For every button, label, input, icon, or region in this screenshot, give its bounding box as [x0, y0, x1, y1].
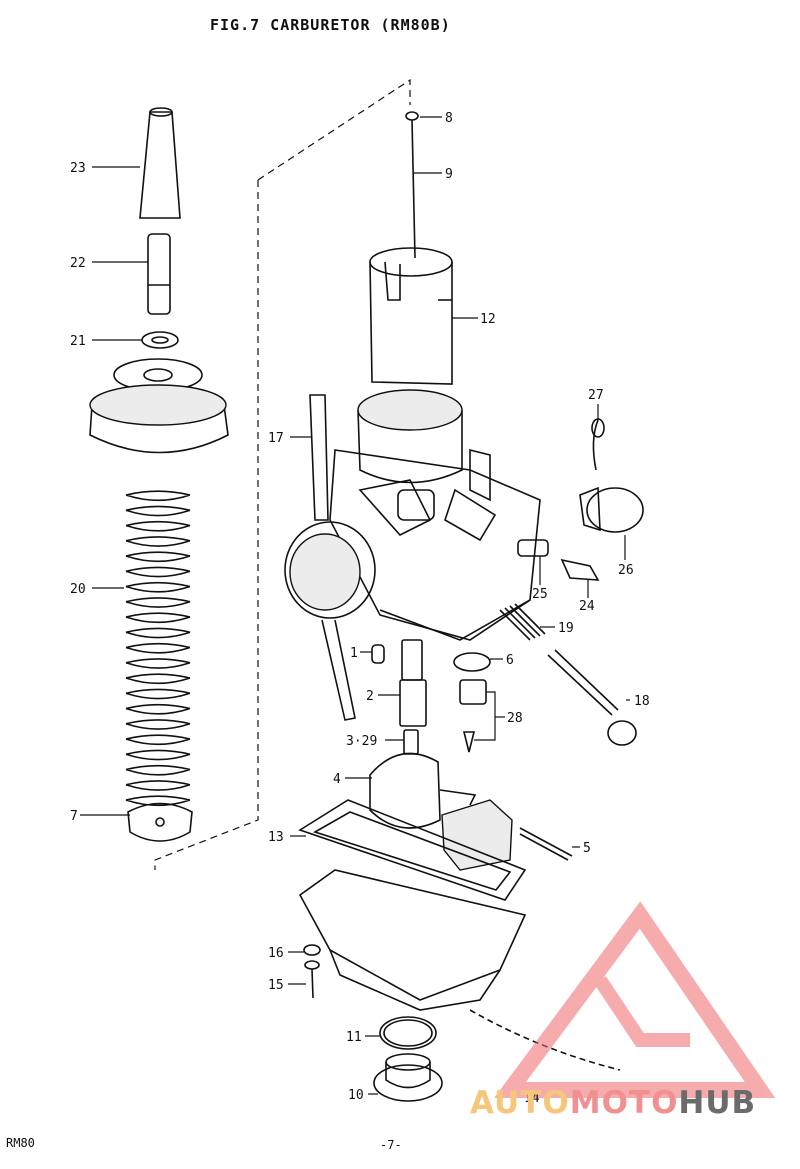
part-washer-16: [303, 944, 321, 956]
part-spring-19: [499, 603, 546, 641]
callout-2: 2: [366, 689, 374, 704]
callout-21: 21: [70, 334, 86, 349]
part-plug-10: [373, 1053, 443, 1102]
leader-lines: [80, 116, 630, 1095]
callout-25: 25: [532, 587, 548, 602]
part-top-cap: [89, 358, 229, 454]
part-spring-25: [517, 539, 549, 557]
footer-model: RM80: [6, 1136, 35, 1150]
callout-28: 28: [507, 711, 523, 726]
callout-5: 5: [583, 841, 591, 856]
callout-23: 23: [70, 161, 86, 176]
callout-17: 17: [268, 431, 284, 446]
callout-24: 24: [579, 599, 595, 614]
callout-22: 22: [70, 256, 86, 271]
callout-6: 6: [506, 653, 514, 668]
callout-7: 7: [70, 809, 78, 824]
part-clip-1: [371, 644, 385, 664]
part-oring-11: [379, 1016, 437, 1050]
callout-16: 16: [268, 946, 284, 961]
footer-page-number: -7-: [380, 1138, 402, 1152]
part-throttle-slide-12: [369, 247, 453, 385]
callout-3-29: 3·29: [346, 734, 377, 749]
part-cap-23: [139, 107, 181, 219]
part-throttle-stop-screw-18: [547, 649, 637, 746]
callout-8: 8: [445, 111, 453, 126]
part-gasket-13: [298, 799, 527, 901]
callout-20: 20: [70, 582, 86, 597]
part-screw-15: [304, 960, 320, 999]
part-cap-26: [579, 486, 644, 533]
part-oring-6: [453, 652, 491, 672]
callout-1: 1: [350, 646, 358, 661]
brand-part-hub: HUB: [678, 1085, 757, 1121]
watermark-brand-text: AUTOMOTOHUB: [470, 1085, 756, 1121]
watermark-logo-icon: [494, 901, 776, 1098]
part-float-4: [369, 752, 513, 871]
part-holder-22: [147, 233, 171, 315]
callout-11: 11: [346, 1030, 362, 1045]
callout-26: 26: [618, 563, 634, 578]
callout-18: 18: [634, 694, 650, 709]
figure-title: FIG.7 CARBURETOR (RM80B): [210, 16, 451, 34]
callout-15: 15: [268, 978, 284, 993]
part-throttle-valve-7: [127, 802, 193, 842]
part-pin-5: [519, 827, 573, 861]
callout-10: 10: [348, 1088, 364, 1103]
part-air-screw-24: [560, 558, 600, 581]
callout-19: 19: [558, 621, 574, 636]
part-carb-body: [284, 389, 541, 641]
part-spring-20: [125, 490, 191, 807]
part-clip-8: [405, 111, 419, 121]
callout-labels: 23 22 21 20 7 8 9 12 17 27 26 25 24 19 1…: [70, 111, 650, 1106]
callout-4: 4: [333, 772, 341, 787]
part-nut-21: [141, 331, 179, 349]
part-needle-9: [411, 119, 416, 259]
callout-14: 14: [524, 1091, 540, 1106]
part-main-jet-3: [403, 729, 419, 755]
part-cotter-pin-27: [591, 418, 605, 471]
callout-13: 13: [268, 830, 284, 845]
part-vent-tube-17: [309, 394, 356, 721]
part-needle-valve-28: [459, 679, 487, 753]
callout-12: 12: [480, 312, 496, 327]
callout-27: 27: [588, 388, 604, 403]
callout-9: 9: [445, 167, 453, 182]
brand-part-moto: MOTO: [569, 1085, 679, 1121]
assembly-dashed-outline: [154, 78, 411, 870]
brand-part-auto: AUTO: [470, 1085, 570, 1121]
part-needle-jet-2: [399, 639, 427, 727]
